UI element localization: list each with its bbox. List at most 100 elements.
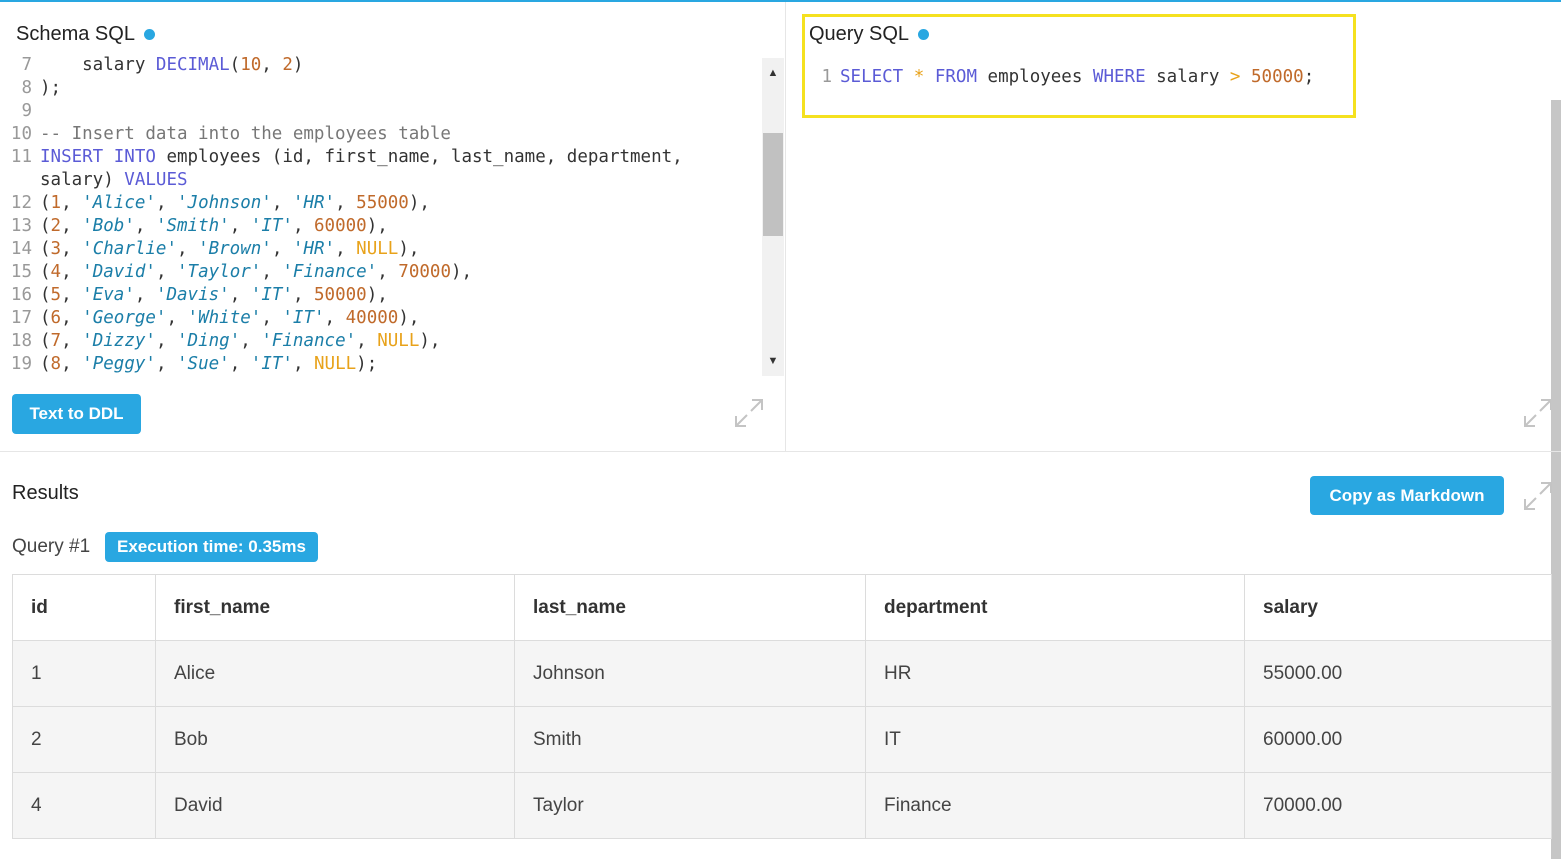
execution-time-badge: Execution time: 0.35ms — [105, 532, 318, 562]
code-token: 'Taylor' — [177, 262, 262, 282]
code-token: , — [261, 55, 283, 75]
table-header-row: id first_name last_name department salar… — [12, 574, 1552, 641]
code-token — [1240, 67, 1251, 87]
scroll-down-arrow-icon[interactable]: ▼ — [767, 355, 779, 367]
table-row: 1 Alice Johnson HR 55000.00 — [12, 640, 1552, 707]
code-token: ), — [398, 308, 420, 328]
code-token: 60000 — [314, 216, 367, 236]
code-token: ), — [419, 331, 441, 351]
code-token: SELECT — [840, 67, 904, 87]
code-token: , — [335, 193, 357, 213]
table-cell: 70000.00 — [1244, 772, 1552, 839]
code-token: ( — [40, 262, 51, 282]
code-token: 'Davis' — [155, 285, 230, 305]
code-token: , — [229, 285, 251, 305]
query-expand-icon[interactable] — [1522, 397, 1554, 429]
line-number: 13 — [10, 216, 32, 236]
scroll-up-arrow-icon[interactable]: ▲ — [767, 67, 779, 79]
code-token: ); — [356, 354, 378, 374]
code-token: 55000 — [356, 193, 409, 213]
line-number: 17 — [10, 308, 32, 328]
table-cell: Finance — [865, 772, 1245, 839]
table-cell: 2 — [12, 706, 156, 773]
code-token: ), — [366, 285, 388, 305]
code-token: 'Alice' — [82, 193, 156, 213]
code-token: * — [913, 67, 925, 87]
code-token: 'IT' — [250, 216, 293, 236]
code-token: employees (id, first_name, last_name, de… — [155, 147, 683, 167]
copy-as-markdown-button[interactable]: Copy as Markdown — [1310, 476, 1504, 515]
code-token: 'Johnson' — [177, 193, 272, 213]
code-token: 'Charlie' — [82, 239, 177, 259]
code-token: , — [61, 239, 83, 259]
line-number: 18 — [10, 331, 32, 351]
code-line: 15(4, 'David', 'Taylor', 'Finance', 7000… — [0, 261, 472, 284]
code-token: 'Finance' — [261, 331, 357, 351]
results-expand-icon[interactable] — [1522, 480, 1554, 512]
code-token: , — [324, 308, 346, 328]
code-token: , — [271, 193, 293, 213]
query-highlight-box — [802, 14, 1356, 118]
code-token: , — [134, 216, 156, 236]
code-token: 2 — [50, 216, 62, 236]
code-token: ), — [450, 262, 473, 282]
code-line: 12(1, 'Alice', 'Johnson', 'HR', 55000), — [0, 192, 430, 215]
code-token: , — [377, 262, 399, 282]
code-token: 'Ding' — [177, 331, 241, 351]
line-number: 9 — [21, 101, 32, 121]
code-token: , — [155, 331, 178, 351]
schema-expand-icon[interactable] — [733, 397, 765, 429]
code-token: 70000 — [398, 262, 451, 282]
query-label: Query #1 — [12, 536, 91, 557]
table-cell: IT — [865, 706, 1245, 773]
code-token: salary) — [40, 170, 125, 190]
code-token: 'IT' — [250, 354, 293, 374]
code-token: , — [61, 331, 83, 351]
code-line: 8); — [0, 77, 61, 100]
code-token: 8 — [50, 354, 62, 374]
table-cell: David — [155, 772, 515, 839]
code-token: > — [1229, 67, 1241, 87]
table-cell: 60000.00 — [1244, 706, 1552, 773]
code-token: ), — [366, 216, 388, 236]
table-cell: Alice — [155, 640, 515, 707]
code-token: 'Peggy' — [82, 354, 156, 374]
page-scrollbar-thumb[interactable] — [1551, 100, 1561, 859]
column-header: first_name — [155, 574, 515, 641]
code-token: ; — [1303, 67, 1315, 87]
code-token: employees — [977, 67, 1093, 87]
column-header: id — [12, 574, 156, 641]
code-token: 4 — [50, 262, 62, 282]
code-token: , — [155, 262, 178, 282]
code-token: 'White' — [187, 308, 262, 328]
table-cell: 55000.00 — [1244, 640, 1552, 707]
code-token: , — [271, 239, 293, 259]
code-token: 2 — [282, 55, 293, 75]
code-token — [924, 67, 935, 87]
table-cell: Taylor — [514, 772, 866, 839]
code-token: , — [177, 239, 199, 259]
scroll-thumb[interactable] — [763, 133, 783, 236]
code-token: , — [61, 308, 83, 328]
code-token: , — [356, 331, 378, 351]
code-token: ( — [40, 285, 51, 305]
code-token: salary — [40, 55, 156, 75]
code-token: , — [61, 262, 83, 282]
line-number: 11 — [10, 147, 32, 167]
code-token: 1 — [50, 193, 62, 213]
code-token: , — [61, 216, 83, 236]
code-token: 50000 — [314, 285, 367, 305]
code-token: 6 — [50, 308, 62, 328]
code-token: ( — [40, 193, 51, 213]
code-token: 7 — [50, 331, 62, 351]
code-token: NULL — [377, 331, 420, 351]
code-token: ) — [292, 55, 304, 75]
code-token: ( — [40, 239, 51, 259]
schema-scrollbar[interactable]: ▲ ▼ — [762, 58, 784, 376]
line-number: 16 — [10, 285, 32, 305]
text-to-ddl-button[interactable]: Text to DDL — [12, 394, 141, 434]
code-token: ( — [40, 331, 51, 351]
table-cell: HR — [865, 640, 1245, 707]
code-token: ( — [40, 354, 51, 374]
